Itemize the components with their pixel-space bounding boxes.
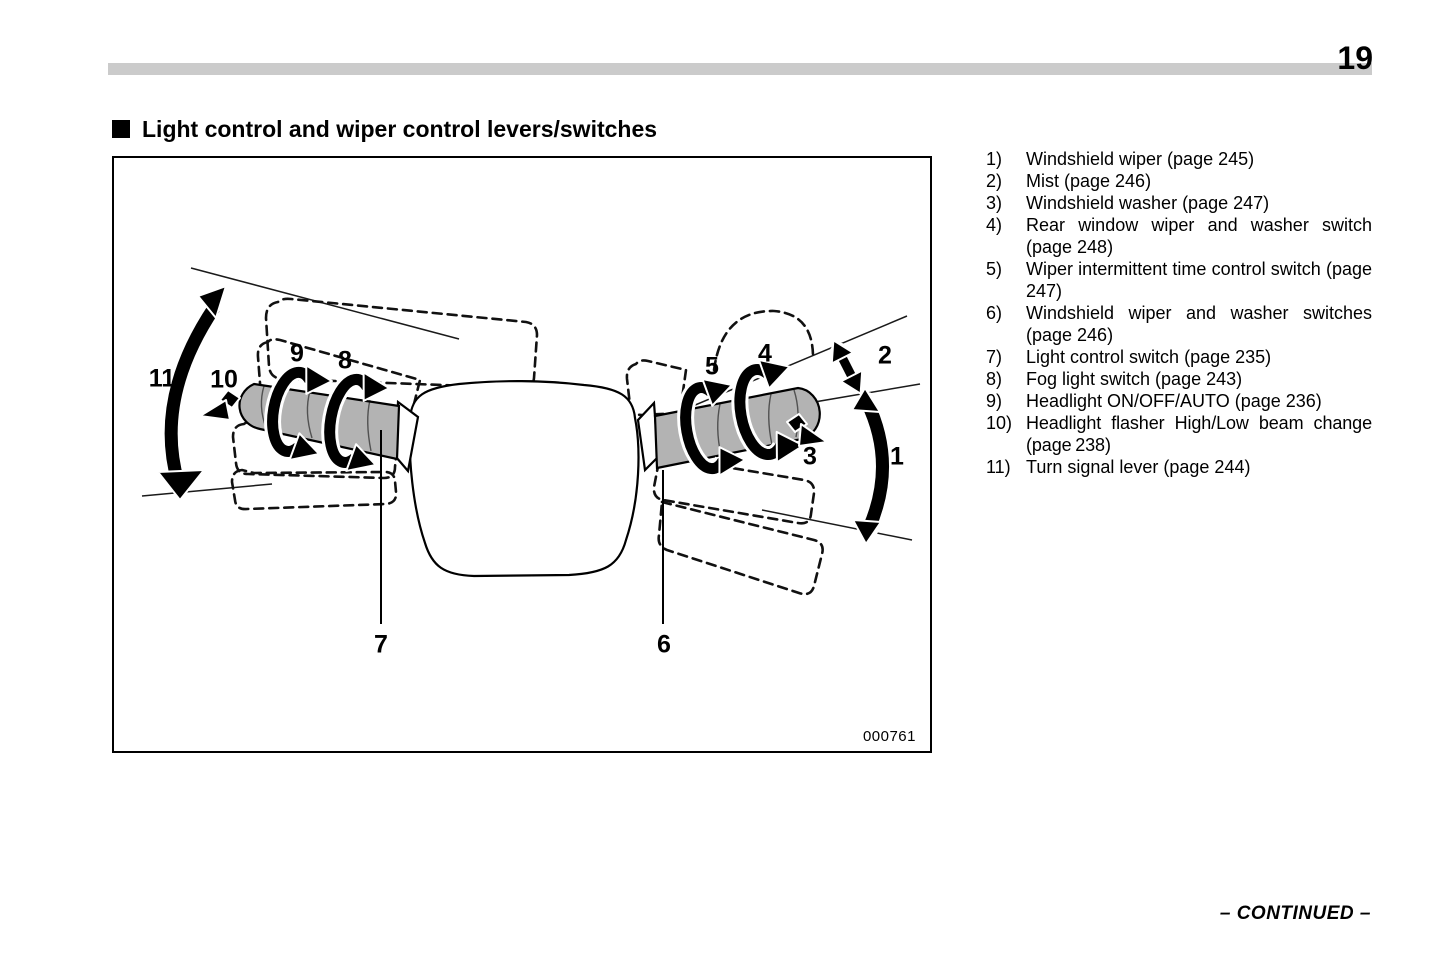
rotation-ring-5 (677, 378, 747, 478)
item-text: Rear window wiper and washer switch (pag… (1026, 215, 1372, 257)
callout-leader-lines (380, 430, 664, 624)
steering-wheel-outline (394, 380, 660, 578)
item-text: Wiper intermittent time control switch (… (1026, 259, 1372, 301)
item-number: 6) (986, 303, 1003, 323)
list-item: 1) Windshield wiper (page 245) (986, 148, 1372, 170)
heading-title: Light control and wiper control levers/s… (142, 116, 658, 142)
list-item: 6) Windshield wiper and washer switches … (986, 302, 1372, 346)
callout-4: 4 (758, 339, 772, 368)
callout-legend-list: 1) Windshield wiper (page 245) 2) Mist (… (986, 148, 1372, 478)
list-item: 5) Wiper intermittent time control switc… (986, 258, 1372, 302)
callout-8: 8 (338, 346, 352, 375)
item-text: Windshield wiper (page 245) (1026, 149, 1255, 169)
washer-push-arrow (786, 413, 828, 447)
list-item: 11) Turn signal lever (page 244) (986, 456, 1372, 478)
heading-square-bullet-icon (112, 120, 130, 138)
item-number: 5) (986, 259, 1003, 279)
callout-7: 7 (374, 630, 388, 659)
callout-3: 3 (803, 442, 817, 471)
section-heading: Light control and wiper control levers/s… (112, 116, 657, 142)
list-item: 7) Light control switch (page 235) (986, 346, 1372, 368)
figure-code: 000761 (862, 728, 916, 745)
item-number: 10) (986, 413, 1013, 433)
steering-column-diagram (141, 267, 921, 624)
callout-9: 9 (290, 339, 304, 368)
callout-11: 11 (148, 364, 176, 393)
rotation-ring-4 (731, 358, 805, 464)
list-item: 10) Headlight flasher High/Low beam chan… (986, 412, 1372, 456)
item-number: 3) (986, 193, 1003, 213)
wiper-lever-range-arrow (851, 387, 893, 545)
list-item: 3) Windshield washer (page 247) (986, 192, 1372, 214)
rotation-ring-8 (321, 370, 391, 472)
list-item: 2) Mist (page 246) (986, 170, 1372, 192)
headlight-flasher-arrow (199, 389, 241, 421)
item-number: 9) (986, 391, 1003, 411)
callout-2: 2 (878, 341, 892, 370)
item-text: Mist (page 246) (1026, 171, 1152, 191)
list-item: 8) Fog light switch (page 243) (986, 368, 1372, 390)
rotation-ring-9 (264, 363, 333, 461)
turn-signal-range-arrow (157, 285, 227, 501)
item-text: Windshield wiper and washer switches (pa… (1026, 303, 1372, 345)
item-number: 8) (986, 369, 1003, 389)
list-item: 4) Rear window wiper and washer switch (… (986, 214, 1372, 258)
callout-10: 10 (210, 365, 238, 394)
item-text: Headlight ON/OFF/AUTO (page 236) (1026, 391, 1322, 411)
item-number: 1) (986, 149, 1003, 169)
footer-continued: – CONTINUED – (1219, 903, 1371, 924)
item-number: 4) (986, 215, 1003, 235)
item-text: Windshield washer (page 247) (1026, 193, 1270, 213)
figure-panel: 1 2 3 4 5 6 7 8 9 10 11 000761 (112, 156, 932, 753)
list-item: 9) Headlight ON/OFF/AUTO (page 236) (986, 390, 1372, 412)
item-text: Headlight flasher High/Low beam change (… (1026, 413, 1372, 455)
item-number: 2) (986, 171, 1003, 191)
header-rule-bar (108, 63, 1372, 75)
callout-5: 5 (705, 352, 719, 381)
mist-range-arrow (829, 339, 865, 395)
callout-6: 6 (657, 630, 671, 659)
item-number: 11) (986, 457, 1011, 477)
item-text: Turn signal lever (page 244) (1026, 457, 1251, 477)
item-number: 7) (986, 347, 1003, 367)
item-text: Fog light switch (page 243) (1026, 369, 1243, 389)
item-text: Light control switch (page 235) (1026, 347, 1272, 367)
callout-1: 1 (890, 442, 904, 471)
page-number: 19 (1337, 40, 1373, 76)
